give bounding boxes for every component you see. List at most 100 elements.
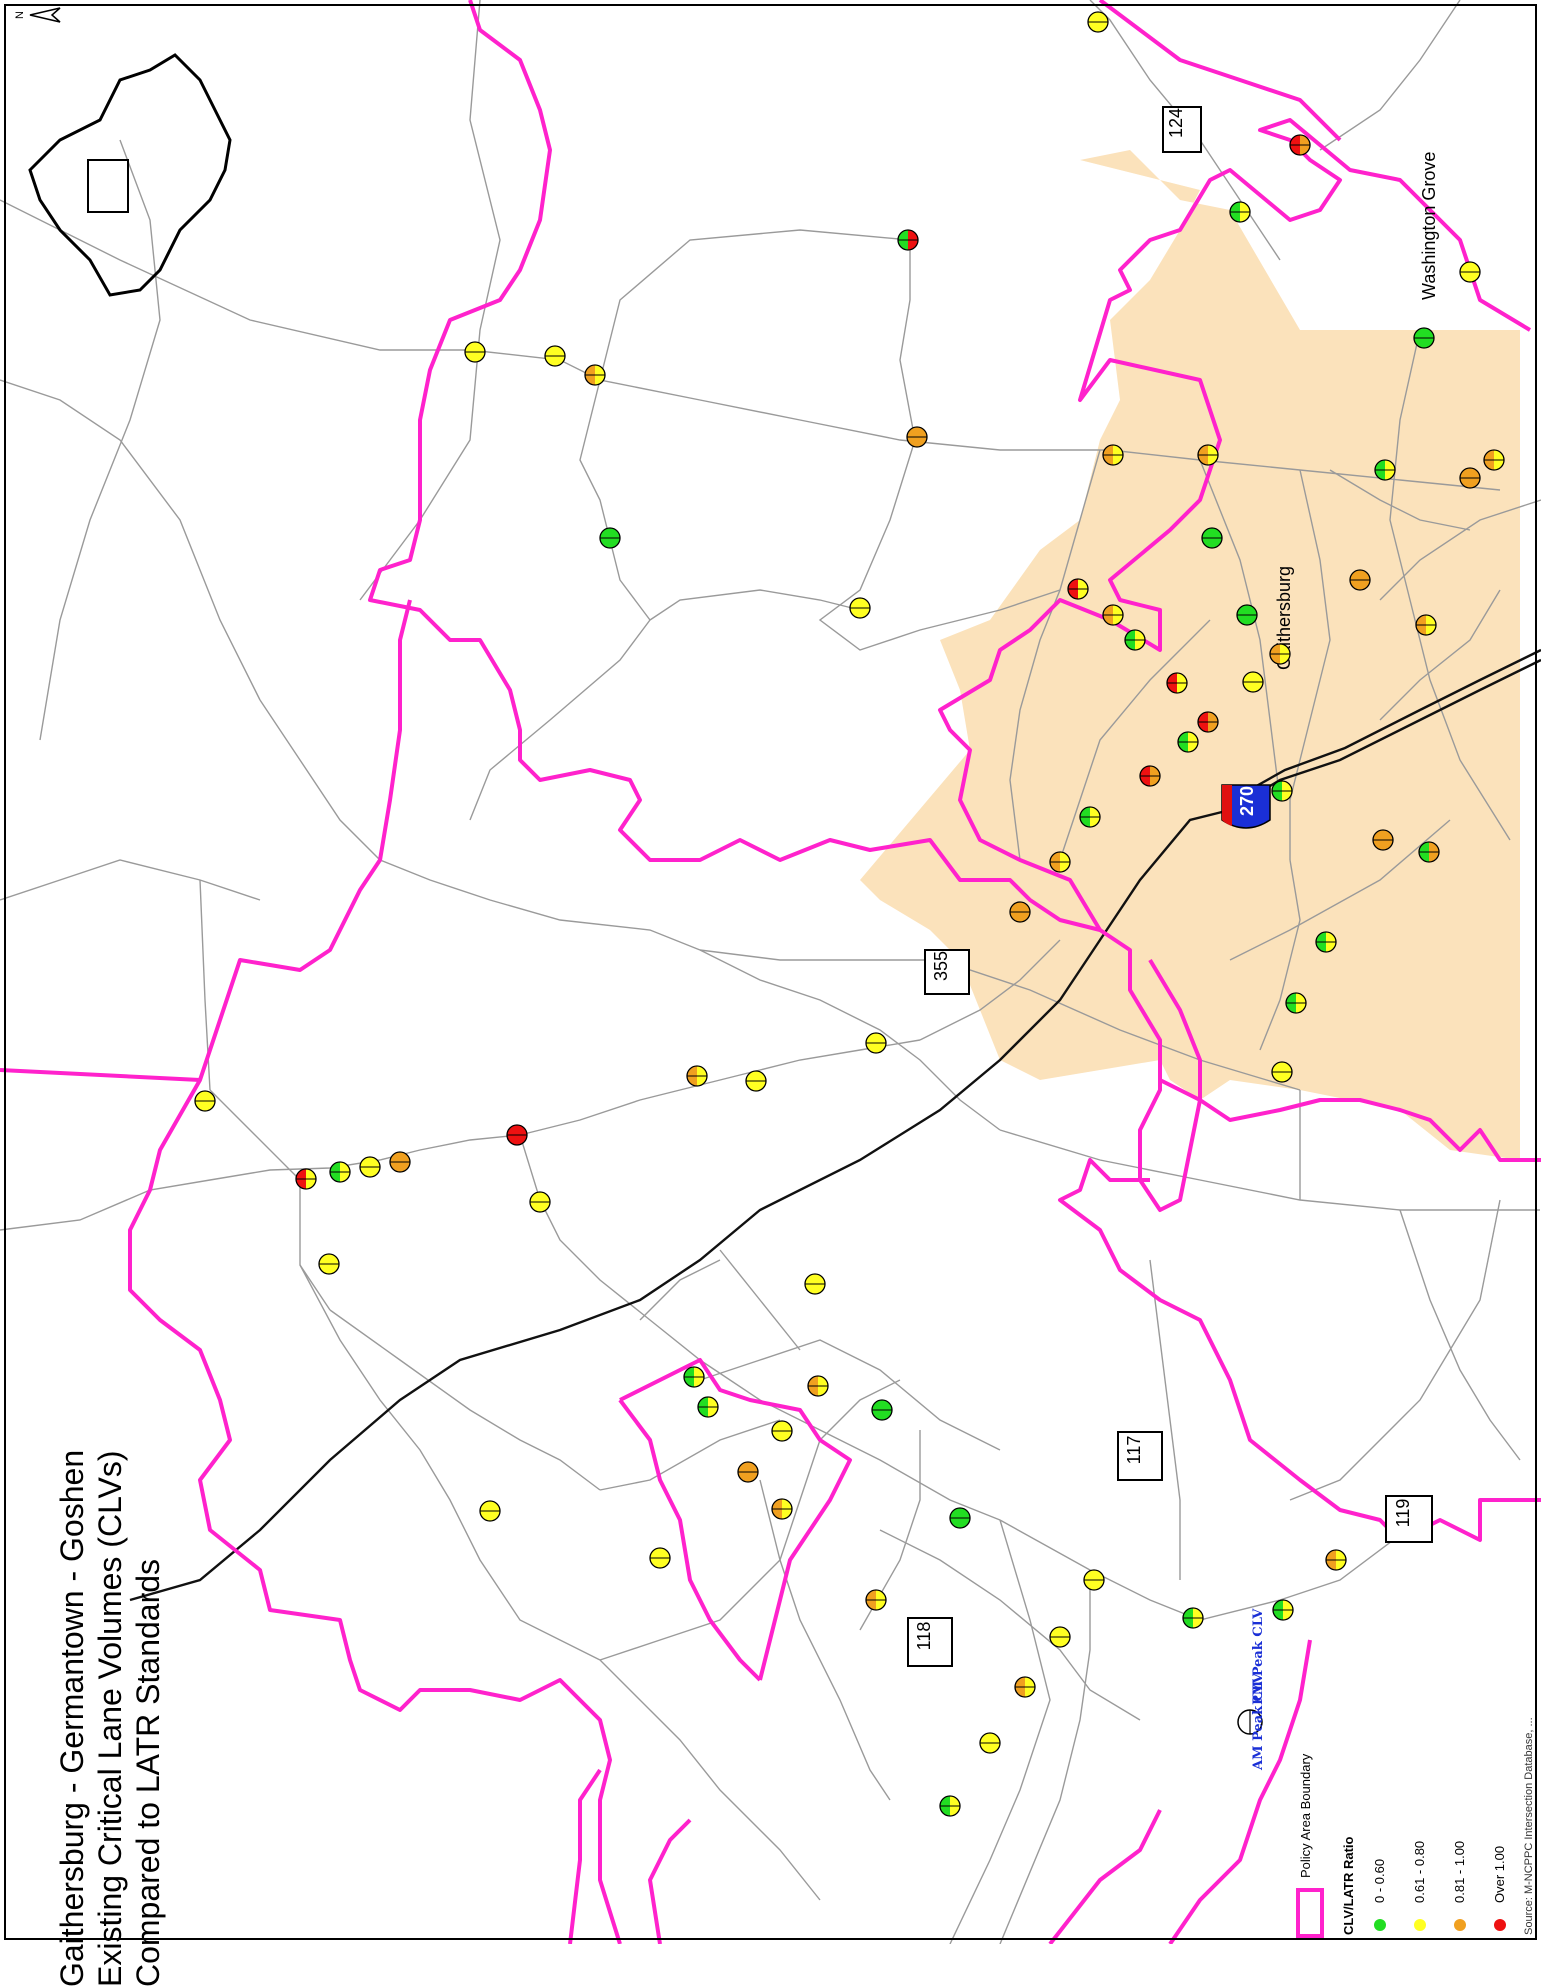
intersection-23[interactable] xyxy=(1124,629,1146,651)
intersection-20[interactable] xyxy=(1102,604,1124,626)
intersection-24[interactable] xyxy=(1415,614,1437,636)
intersection-22[interactable] xyxy=(1236,604,1258,626)
route-124-label: 124 xyxy=(1166,108,1186,138)
route-355-label: 355 xyxy=(931,951,951,981)
intersection-26[interactable] xyxy=(1242,671,1264,693)
intersection-14[interactable] xyxy=(1459,467,1481,489)
intersection-45[interactable] xyxy=(329,1161,351,1183)
intersection-32[interactable] xyxy=(1079,806,1101,828)
intersection-17[interactable] xyxy=(1201,527,1223,549)
intersection-38[interactable] xyxy=(1285,992,1307,1014)
route-shield-119: 119 xyxy=(1385,1495,1433,1543)
intersection-8[interactable] xyxy=(544,345,566,367)
road-network xyxy=(0,0,1541,1944)
intersection-34[interactable] xyxy=(1372,829,1394,851)
intersection-43[interactable] xyxy=(1271,1061,1293,1083)
intersection-54[interactable] xyxy=(871,1399,893,1421)
intersection-29[interactable] xyxy=(1177,731,1199,753)
intersection-36[interactable] xyxy=(1009,901,1031,923)
intersection-52[interactable] xyxy=(697,1396,719,1418)
legend-swatch xyxy=(1494,1919,1506,1931)
intersection-4[interactable] xyxy=(897,229,919,251)
intersection-30[interactable] xyxy=(1139,765,1161,787)
route-shield-117: 117 xyxy=(1117,1431,1163,1481)
intersection-64[interactable] xyxy=(1049,1626,1071,1648)
legend-swatch xyxy=(1414,1919,1426,1931)
intersection-13[interactable] xyxy=(1374,459,1396,481)
intersection-42[interactable] xyxy=(865,1032,887,1054)
intersection-65[interactable] xyxy=(865,1589,887,1611)
legend-boundary-label: Policy Area Boundary xyxy=(1298,1753,1313,1878)
route-shield-124: 124 xyxy=(1162,106,1202,153)
intersection-69[interactable] xyxy=(979,1732,1001,1754)
legend-clv-symbol: AM Peak CLV PM Peak CLV xyxy=(1237,1608,1266,1771)
route-117-label: 117 xyxy=(1124,1436,1144,1465)
intersection-2[interactable] xyxy=(1289,134,1311,156)
intersection-6[interactable] xyxy=(1413,327,1435,349)
intersection-56[interactable] xyxy=(318,1253,340,1275)
policy-area-boundaries xyxy=(0,0,1541,1944)
legend-class-label: Over 1.00 xyxy=(1492,1846,1507,1903)
intersection-19[interactable] xyxy=(1067,578,1089,600)
intersection-60[interactable] xyxy=(649,1547,671,1569)
intersection-70[interactable] xyxy=(939,1795,961,1817)
intersection-59[interactable] xyxy=(479,1500,501,1522)
intersection-21[interactable] xyxy=(1349,569,1371,591)
intersection-16[interactable] xyxy=(599,527,621,549)
route-119-label: 119 xyxy=(1393,1499,1413,1528)
legend-boundary: Policy Area Boundary xyxy=(1296,1753,1324,1938)
intersection-51[interactable] xyxy=(683,1366,705,1388)
intersection-48[interactable] xyxy=(506,1124,528,1146)
intersection-62[interactable] xyxy=(1083,1569,1105,1591)
legend-class-1: 0 - 0.60 xyxy=(1372,1859,1387,1931)
intersection-35[interactable] xyxy=(1418,841,1440,863)
intersection-12[interactable] xyxy=(1197,444,1219,466)
intersection-markers xyxy=(194,11,1505,1817)
intersection-40[interactable] xyxy=(686,1065,708,1087)
intersection-18[interactable] xyxy=(849,597,871,619)
map-title: Gaithersburg - Germantown - Goshen Exist… xyxy=(53,1127,167,1987)
intersection-55[interactable] xyxy=(771,1420,793,1442)
title-line-1: Gaithersburg - Germantown - Goshen xyxy=(54,1449,90,1987)
map-canvas[interactable]: N 124 355 117 118 119 270 Gaithersburg W… xyxy=(0,0,1541,1944)
legend-class-label: 0 - 0.60 xyxy=(1372,1859,1387,1903)
intersection-10[interactable] xyxy=(906,426,928,448)
north-arrow: N xyxy=(14,7,61,23)
route-118-label: 118 xyxy=(914,1622,934,1651)
intersection-25[interactable] xyxy=(1166,672,1188,694)
intersection-5[interactable] xyxy=(1459,261,1481,283)
legend-swatch xyxy=(1374,1919,1386,1931)
intersection-11[interactable] xyxy=(1102,444,1124,466)
intersection-44[interactable] xyxy=(295,1168,317,1190)
intersection-49[interactable] xyxy=(529,1191,551,1213)
intersection-37[interactable] xyxy=(1315,931,1337,953)
intersection-53[interactable] xyxy=(807,1375,829,1397)
intersection-50[interactable] xyxy=(804,1273,826,1295)
county-locator-inset xyxy=(28,53,232,297)
intersection-31[interactable] xyxy=(1271,780,1293,802)
intersection-27[interactable] xyxy=(1269,643,1291,665)
intersection-33[interactable] xyxy=(1049,851,1071,873)
intersection-7[interactable] xyxy=(464,341,486,363)
intersection-57[interactable] xyxy=(737,1461,759,1483)
intersection-9[interactable] xyxy=(584,364,606,386)
legend-pm-label: PM Peak CLV xyxy=(1251,1608,1266,1705)
intersection-47[interactable] xyxy=(389,1151,411,1173)
intersection-28[interactable] xyxy=(1197,711,1219,733)
place-washington-grove: Washington Grove xyxy=(1419,152,1439,300)
intersection-46[interactable] xyxy=(359,1156,381,1178)
intersection-66[interactable] xyxy=(1182,1607,1204,1629)
intersection-68[interactable] xyxy=(1014,1676,1036,1698)
interstate-shield-270: 270 xyxy=(1221,784,1271,829)
intersection-3[interactable] xyxy=(1229,201,1251,223)
route-shield-118: 118 xyxy=(907,1617,953,1667)
intersection-63[interactable] xyxy=(1325,1549,1347,1571)
intersection-67[interactable] xyxy=(1272,1599,1294,1621)
intersection-39[interactable] xyxy=(194,1090,216,1112)
intersection-58[interactable] xyxy=(771,1498,793,1520)
gaithersburg-city-area xyxy=(860,150,1520,1160)
intersection-15[interactable] xyxy=(1483,449,1505,471)
intersection-61[interactable] xyxy=(949,1507,971,1529)
intersection-41[interactable] xyxy=(745,1070,767,1092)
intersection-1[interactable] xyxy=(1087,11,1109,33)
